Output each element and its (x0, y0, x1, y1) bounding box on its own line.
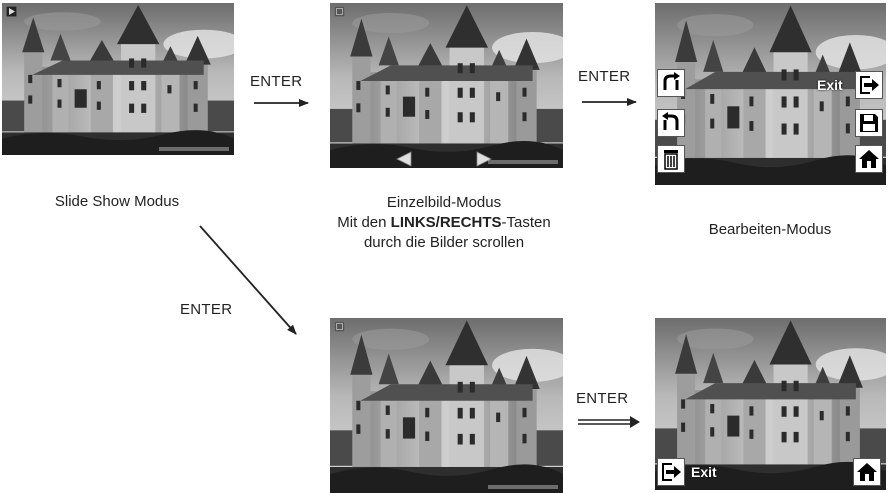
castle-photo (330, 318, 563, 493)
exit-mode-screen: Exit (655, 318, 886, 490)
exit-label: Exit (691, 464, 717, 480)
single-mode-indicator-icon (334, 6, 345, 17)
edit-mode-caption: Bearbeiten-Modus (708, 221, 832, 238)
enter-label-3: ENTER (180, 301, 233, 318)
rotate-right-button[interactable] (657, 69, 685, 97)
play-indicator-icon (6, 6, 17, 17)
rotate-left-button[interactable] (657, 109, 685, 137)
home-button[interactable] (855, 145, 883, 173)
photo-watermark (488, 160, 558, 164)
bottom-image-screen (330, 318, 563, 493)
trash-icon (664, 150, 678, 170)
enter-label-2: ENTER (578, 68, 631, 85)
single-image-caption: Einzelbild-Modus Mit den LINKS/RECHTS-Ta… (294, 193, 594, 253)
castle-photo (655, 3, 886, 185)
right-arrow-icon[interactable] (476, 151, 492, 167)
exit-button[interactable] (855, 71, 883, 99)
single-image-screen (330, 3, 563, 168)
castle-photo (330, 3, 563, 168)
save-button[interactable] (855, 109, 883, 137)
enter-label-4: ENTER (576, 390, 629, 407)
photo-watermark (159, 147, 229, 151)
edit-mode-screen: Exit (655, 3, 886, 185)
exit-icon (860, 76, 879, 94)
home-icon (859, 150, 879, 168)
left-arrow-icon[interactable] (396, 151, 412, 167)
home-button[interactable] (853, 458, 881, 486)
caption-line-1: Einzelbild-Modus (386, 194, 502, 211)
castle-photo (2, 3, 234, 155)
castle-photo (655, 318, 886, 490)
exit-icon (662, 463, 681, 481)
photo-watermark (488, 485, 558, 489)
home-icon (857, 463, 877, 481)
slideshow-screen (2, 3, 234, 155)
enter-label-1: ENTER (250, 73, 303, 90)
caption-line-3: durch die Bilder scrollen (363, 234, 525, 251)
rotate-right-icon (663, 72, 680, 90)
exit-label: Exit (817, 77, 843, 93)
save-icon (860, 114, 878, 132)
single-mode-indicator-icon (334, 321, 345, 332)
delete-button[interactable] (657, 145, 685, 173)
caption-line-2: Mit den LINKS/RECHTS-Tasten (337, 214, 551, 231)
exit-button[interactable] (657, 458, 685, 486)
rotate-left-icon (662, 112, 679, 130)
slideshow-caption: Slide Show Modus (54, 193, 180, 210)
